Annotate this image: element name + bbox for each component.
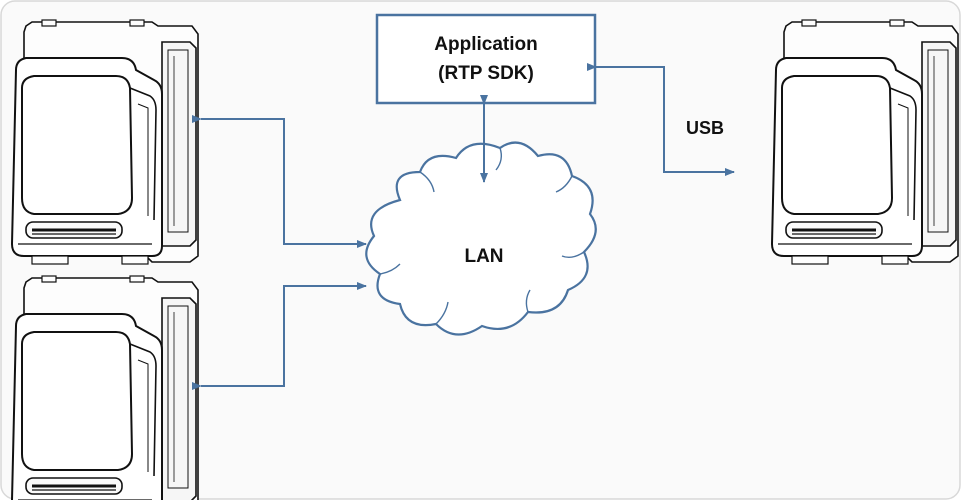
application-box (375, 13, 597, 105)
printer-device-icon (10, 274, 200, 500)
cloud-icon (365, 141, 597, 336)
sdk-label: (RTP SDK) (438, 63, 534, 84)
usb-label: USB (686, 118, 724, 138)
lan-link-printer-bottom (192, 282, 367, 390)
lan-label: LAN (464, 246, 503, 267)
lan-link-printer-top (192, 115, 367, 248)
printer-device-icon (10, 18, 200, 266)
application-label: Application (434, 34, 537, 55)
printer-device-icon (770, 18, 960, 266)
usb-link (587, 63, 735, 176)
